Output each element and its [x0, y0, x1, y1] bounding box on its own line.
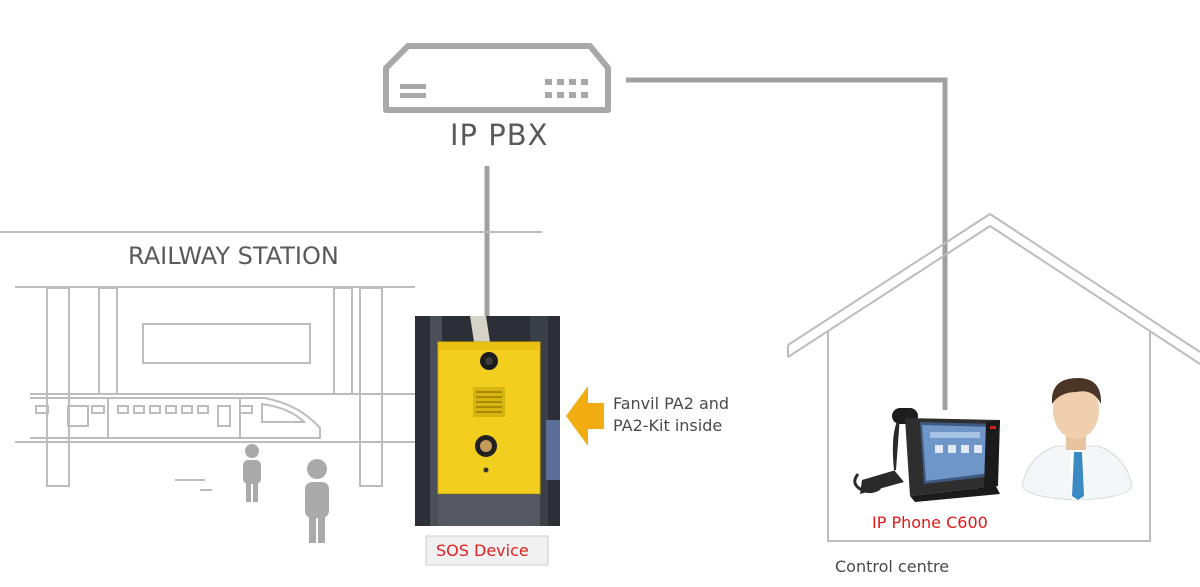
control-centre-house	[787, 212, 1200, 542]
sos-device-photo	[415, 316, 560, 526]
railway-station-illustration	[0, 231, 542, 491]
device-kit-caption: Fanvil PA2 and PA2-Kit inside	[613, 393, 753, 437]
sos-device-label: SOS Device	[436, 541, 529, 560]
arrow-left-icon	[566, 386, 604, 446]
passenger-figures	[243, 444, 329, 543]
operator-avatar-icon	[1021, 378, 1133, 501]
sos-label-box	[425, 535, 549, 566]
kit-caption-line-1: Fanvil PA2 and	[613, 394, 730, 413]
pbx-label: IP PBX	[450, 118, 549, 152]
connection-lines	[484, 77, 948, 410]
kit-caption-line-2: PA2-Kit inside	[613, 416, 723, 435]
desk-phone-icon	[853, 408, 1000, 502]
pbx-switch-icon	[383, 43, 611, 113]
ip-phone-label: IP Phone C600	[872, 513, 988, 532]
railway-station-label: RAILWAY STATION	[128, 242, 339, 270]
control-centre-label: Control centre	[835, 557, 950, 576]
